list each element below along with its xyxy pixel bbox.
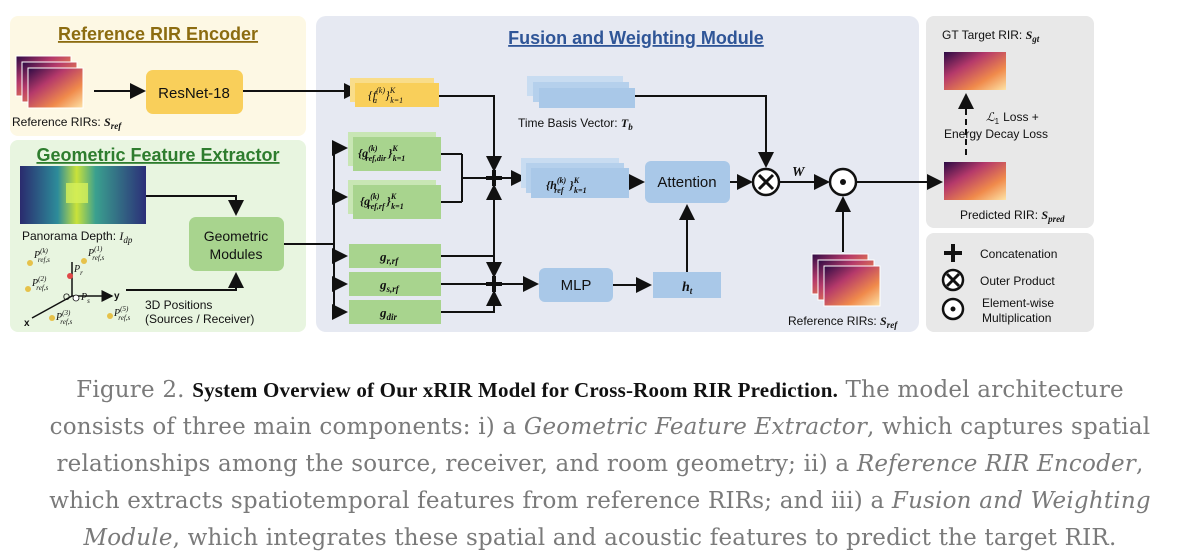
mlp-label: MLP <box>561 277 592 294</box>
mlp-block <box>539 268 613 302</box>
legend-outer-label: Outer Product <box>980 274 1055 288</box>
legend-panel <box>926 233 1094 332</box>
axis-y-label: y <box>114 291 120 302</box>
pos-ps: Ps <box>80 292 90 305</box>
ref-encoder-title: Reference RIR Encoder <box>58 24 258 44</box>
caption-italic-3: Fusion and Weighting Module <box>83 488 1151 551</box>
geo-extractor-title: Geometric Feature Extractor <box>36 145 279 165</box>
svg-text:{g(k)ref,rf}Kk=1: {g(k)ref,rf}Kk=1 <box>360 192 404 211</box>
loss-energy-label: Energy Decay Loss <box>944 127 1048 141</box>
legend-elementwise-label-2: Multiplication <box>982 311 1051 325</box>
attention-block <box>645 161 730 203</box>
resnet-block <box>146 70 243 114</box>
ref-rirs-label: Reference RIRs: Sref <box>12 115 122 131</box>
concat-bottom-icon <box>486 276 502 292</box>
system-diagram: Reference RIR Encoder Geometric Feature … <box>10 16 1094 332</box>
concat-top-icon <box>486 170 502 186</box>
g-r-rf-block <box>349 244 441 268</box>
positions-plot: y x O P(k)ref,s P(1)ref,s Pr P(2)ref,s P… <box>24 245 131 329</box>
pos-p2: P(1)ref,s <box>87 245 105 262</box>
pos-p1: P(k)ref,s <box>33 247 50 264</box>
pred-rir-label: Predicted RIR: Spred <box>960 208 1065 224</box>
fusion-title: Fusion and Weighting Module <box>508 28 764 48</box>
caption-italic-1: Geometric Feature Extractor <box>523 414 868 440</box>
elementwise-icon <box>828 167 858 197</box>
legend-elementwise-icon <box>941 297 965 321</box>
g-s-rf-block <box>349 272 441 296</box>
fusion-ref-rirs-label: Reference RIRs: Sref <box>788 314 898 330</box>
svg-text:{f(k)a}Kk=1: {f(k)a}Kk=1 <box>368 86 403 105</box>
pos-p4: P(5)ref,s <box>113 305 131 322</box>
g-s-rf-label: gs,rf <box>379 277 400 294</box>
time-basis-stack <box>527 76 635 108</box>
legend-concat-icon <box>944 244 962 262</box>
caption-fig-number: Figure 2. <box>76 377 185 403</box>
attention-label: Attention <box>657 174 716 191</box>
resnet-label: ResNet-18 <box>158 85 230 102</box>
ref-spectrogram-stack <box>15 55 84 109</box>
svg-text:{g(k)ref,dir}Kk=1: {g(k)ref,dir}Kk=1 <box>358 144 405 163</box>
caption-italic-2: Reference RIR Encoder <box>856 451 1136 477</box>
panorama-label: Panorama Depth: Idp <box>22 229 133 245</box>
legend-elementwise-label-1: Element-wise <box>982 296 1054 310</box>
time-basis-label: Time Basis Vector: Tb <box>518 116 633 132</box>
caption-bold-title: System Overview of Our xRIR Model for Cr… <box>192 378 839 402</box>
legend-outer-icon <box>941 268 965 292</box>
caption-text-2: , which captures spatial relationships a… <box>56 414 1151 477</box>
legend-concat-label: Concatenation <box>980 247 1057 261</box>
geometric-modules-label-1: Geometric <box>204 228 269 244</box>
origin-label: O <box>63 292 70 302</box>
pos-pr: Pr <box>73 264 83 277</box>
fusion-ref-spectrogram-stack <box>811 253 881 307</box>
positions-label-1: 3D Positions <box>145 298 212 312</box>
caption-text-4: , which integrates these spatial and aco… <box>172 525 1117 551</box>
w-label: W <box>792 165 806 180</box>
gt-spectrogram <box>944 52 1006 90</box>
figure-caption: Figure 2. System Overview of Our xRIR Mo… <box>30 372 1170 557</box>
geometric-modules-label-2: Modules <box>210 246 263 262</box>
pred-spectrogram <box>944 162 1006 200</box>
axis-x-label: x <box>24 318 30 329</box>
gt-target-label: GT Target RIR: Sgt <box>942 28 1040 44</box>
svg-text:{h(k)ref}Kk=1: {h(k)ref}Kk=1 <box>546 176 587 195</box>
pos-p5: P(3)ref,s <box>55 309 73 326</box>
g-r-rf-label: gr,rf <box>379 249 399 266</box>
g-dir-block <box>349 300 441 324</box>
pos-p3: P(2)ref,s <box>31 275 49 292</box>
geometric-modules-block <box>189 217 284 271</box>
ht-label: ht <box>682 280 693 296</box>
caption-text-3: , which extracts spatiotemporal features… <box>49 451 1144 514</box>
g-dir-label: gdir <box>379 305 398 322</box>
positions-label-2: (Sources / Receiver) <box>145 312 254 326</box>
caption-text-1: The model architecture consists of three… <box>49 377 1124 440</box>
outer-product-icon <box>751 167 781 197</box>
ht-block <box>653 272 721 298</box>
